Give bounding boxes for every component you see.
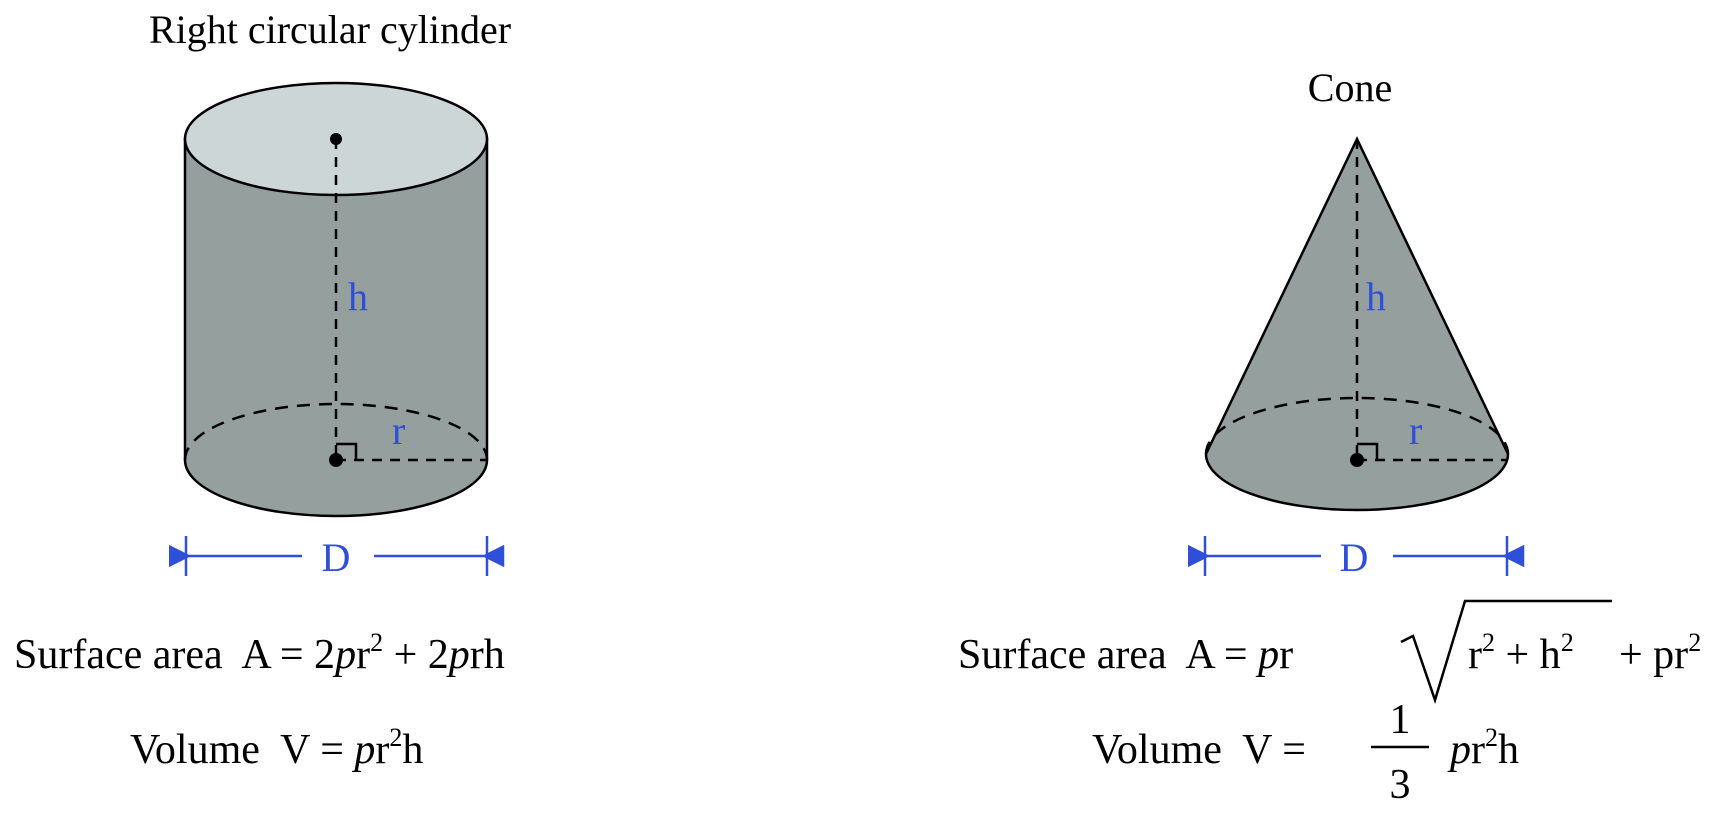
cone-surface-area-prefix: Surface area A = pr — [958, 632, 1293, 678]
cone-volume-prefix: Volume V = — [1092, 727, 1316, 773]
cone-base-center-dot — [1350, 453, 1364, 467]
cone-right-angle-mark — [1357, 442, 1379, 460]
cone-d-label: D — [1340, 535, 1369, 580]
cone-h-label: h — [1366, 274, 1386, 319]
cylinder-shape — [183, 81, 489, 518]
cone-title: Cone — [1308, 65, 1392, 110]
cone-base-hidden-edge — [1204, 396, 1510, 455]
cylinder-top-center-dot — [330, 133, 342, 145]
cylinder-h-label: h — [348, 274, 368, 319]
cylinder-diameter-dimension — [168, 536, 505, 576]
cone-r-label: r — [1409, 408, 1422, 453]
cone-shape — [1204, 136, 1510, 512]
cone-diameter-dimension — [1187, 536, 1525, 576]
cone-volume-suffix: pr2h — [1447, 723, 1519, 773]
cylinder-base-hidden-edge — [183, 402, 489, 461]
cone-radicand: r2 + h2 — [1468, 628, 1574, 678]
cylinder-surface-area-formula: Surface area A = 2pr2 + 2prh — [14, 628, 505, 678]
cylinder-volume-formula: Volume V = pr2h — [130, 723, 423, 773]
fraction-denominator: 3 — [1390, 762, 1411, 808]
fraction-numerator: 1 — [1390, 697, 1411, 743]
cylinder-d-label: D — [322, 535, 351, 580]
cylinder-base-center-dot — [329, 453, 343, 467]
cylinder-right-angle-mark — [336, 442, 358, 460]
square-root-sign — [1400, 599, 1612, 705]
cylinder-r-label: r — [392, 408, 405, 453]
cone-surface-area-suffix: + pr2 — [1619, 628, 1701, 678]
cylinder-title: Right circular cylinder — [149, 7, 511, 52]
